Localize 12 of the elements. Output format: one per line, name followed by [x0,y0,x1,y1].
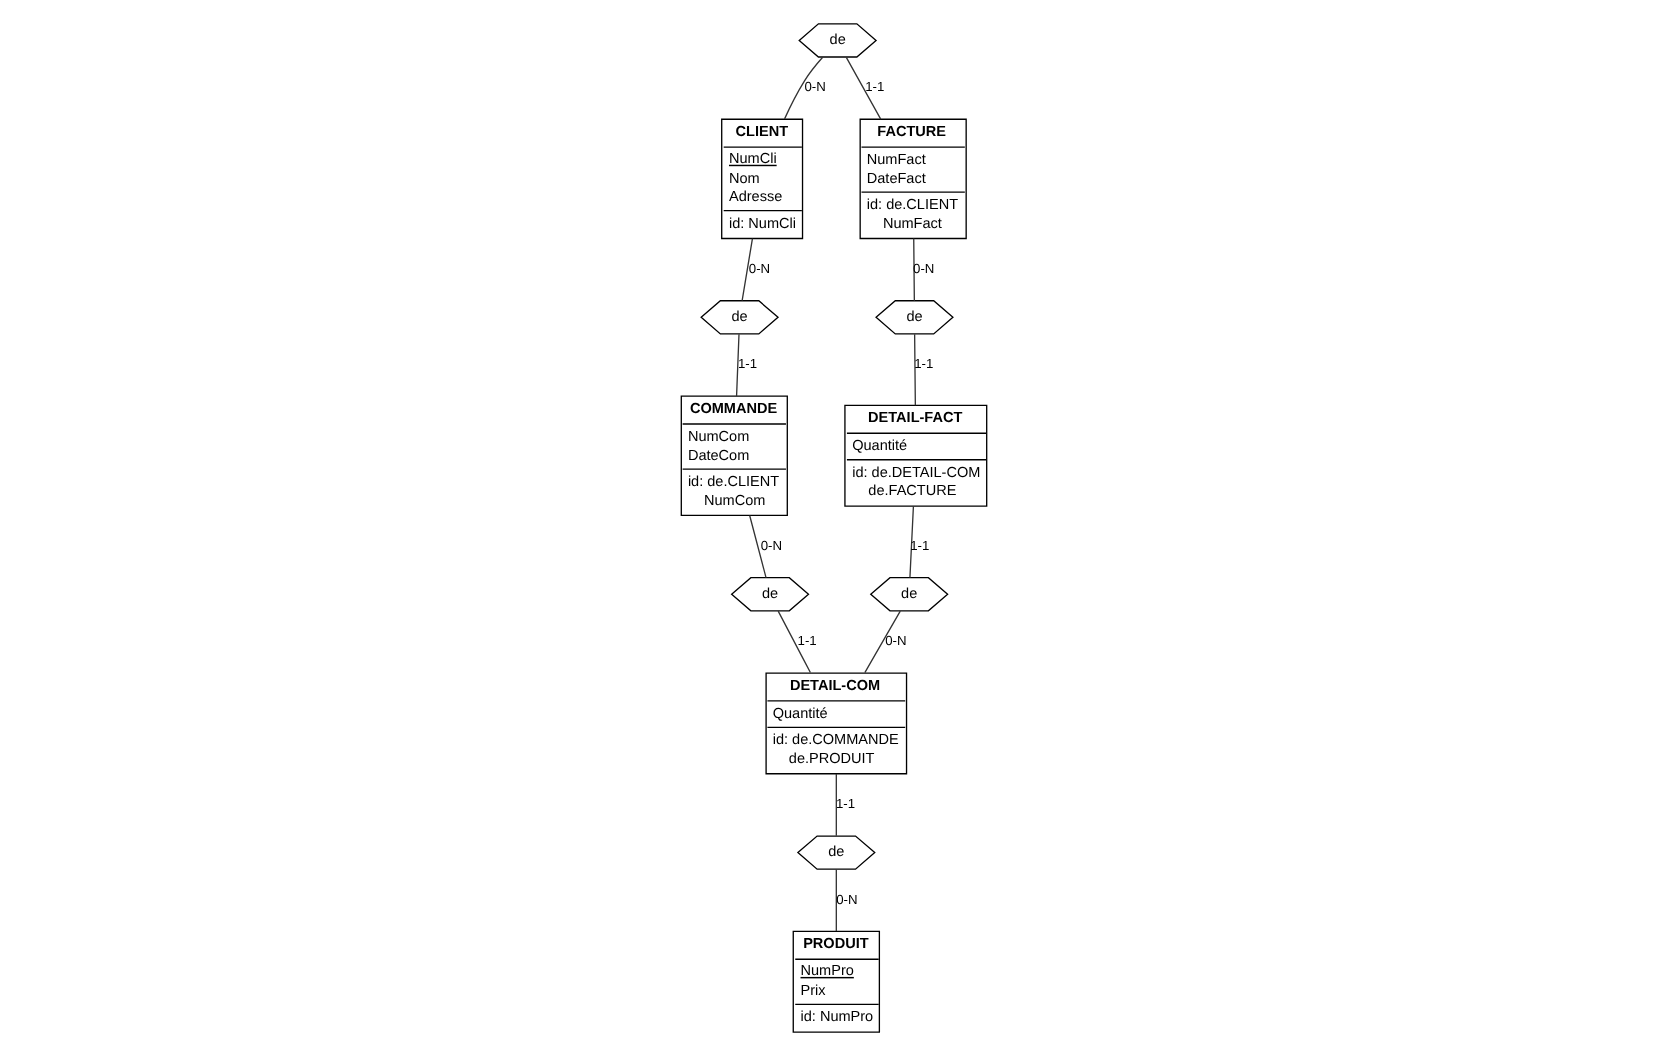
connector [864,610,901,674]
connector [909,505,915,579]
connector [914,333,916,406]
connector [735,333,740,397]
connector [835,868,837,932]
connector [749,514,767,579]
connector [835,773,837,837]
connector [913,237,915,302]
connector [777,610,812,674]
connector [845,56,882,120]
connector [741,237,754,302]
connector [783,56,824,120]
